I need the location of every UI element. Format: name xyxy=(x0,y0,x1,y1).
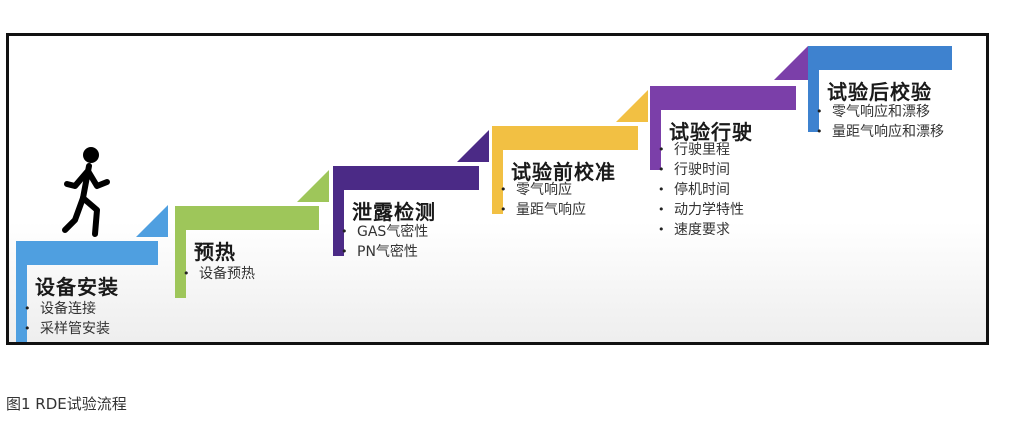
step-bar xyxy=(333,166,479,190)
step-arrow-icon xyxy=(297,170,329,202)
process-diagram: 设备安装 设备连接 采样管安装 预热 设备预热 泄露检测 GAS气密性 PN气密… xyxy=(6,33,989,345)
list-item: 量距气响应和漂移 xyxy=(816,122,944,142)
step-arrow-icon xyxy=(136,205,168,237)
step-arrow-icon xyxy=(774,46,808,80)
step-title: 泄露检测 xyxy=(352,200,436,224)
step-stem xyxy=(492,126,503,214)
figure-caption: 图1 RDE试验流程 xyxy=(6,395,127,413)
step-item-list: 零气响应 量距气响应 xyxy=(500,180,586,220)
list-item: 行驶时间 xyxy=(658,160,744,180)
step-arrow-icon xyxy=(616,90,648,122)
step-bar xyxy=(175,206,319,230)
step-arrow-icon xyxy=(457,130,489,162)
step-bar xyxy=(16,241,158,265)
list-item: 停机时间 xyxy=(658,180,744,200)
step-bar xyxy=(650,86,796,110)
step-item-list: 行驶里程 行驶时间 停机时间 动力学特性 速度要求 xyxy=(658,140,744,240)
list-item: GAS气密性 xyxy=(341,222,428,242)
step-title: 预热 xyxy=(194,240,236,264)
step-stem xyxy=(650,86,661,170)
step-stem xyxy=(16,241,27,342)
step-item-list: GAS气密性 PN气密性 xyxy=(341,222,428,262)
step-stem xyxy=(333,166,344,256)
list-item: 采样管安装 xyxy=(24,319,110,339)
list-item: 设备连接 xyxy=(24,299,110,319)
step-title: 试验后校验 xyxy=(827,80,932,104)
step-bar xyxy=(492,126,638,150)
step-bar xyxy=(808,46,952,70)
step-item-list: 零气响应和漂移 量距气响应和漂移 xyxy=(816,102,944,142)
list-item: 零气响应 xyxy=(500,180,586,200)
list-item: 量距气响应 xyxy=(500,200,586,220)
step-item-list: 设备预热 xyxy=(183,264,255,284)
step-item-list: 设备连接 采样管安装 xyxy=(24,299,110,339)
list-item: 动力学特性 xyxy=(658,200,744,220)
step-stem xyxy=(175,206,186,298)
list-item: 行驶里程 xyxy=(658,140,744,160)
list-item: 零气响应和漂移 xyxy=(816,102,944,122)
list-item: 设备预热 xyxy=(183,264,255,284)
step-stem xyxy=(808,46,819,132)
list-item: PN气密性 xyxy=(341,242,428,262)
runner-icon xyxy=(62,147,110,237)
step-title: 设备安装 xyxy=(35,275,119,299)
list-item: 速度要求 xyxy=(658,220,744,240)
